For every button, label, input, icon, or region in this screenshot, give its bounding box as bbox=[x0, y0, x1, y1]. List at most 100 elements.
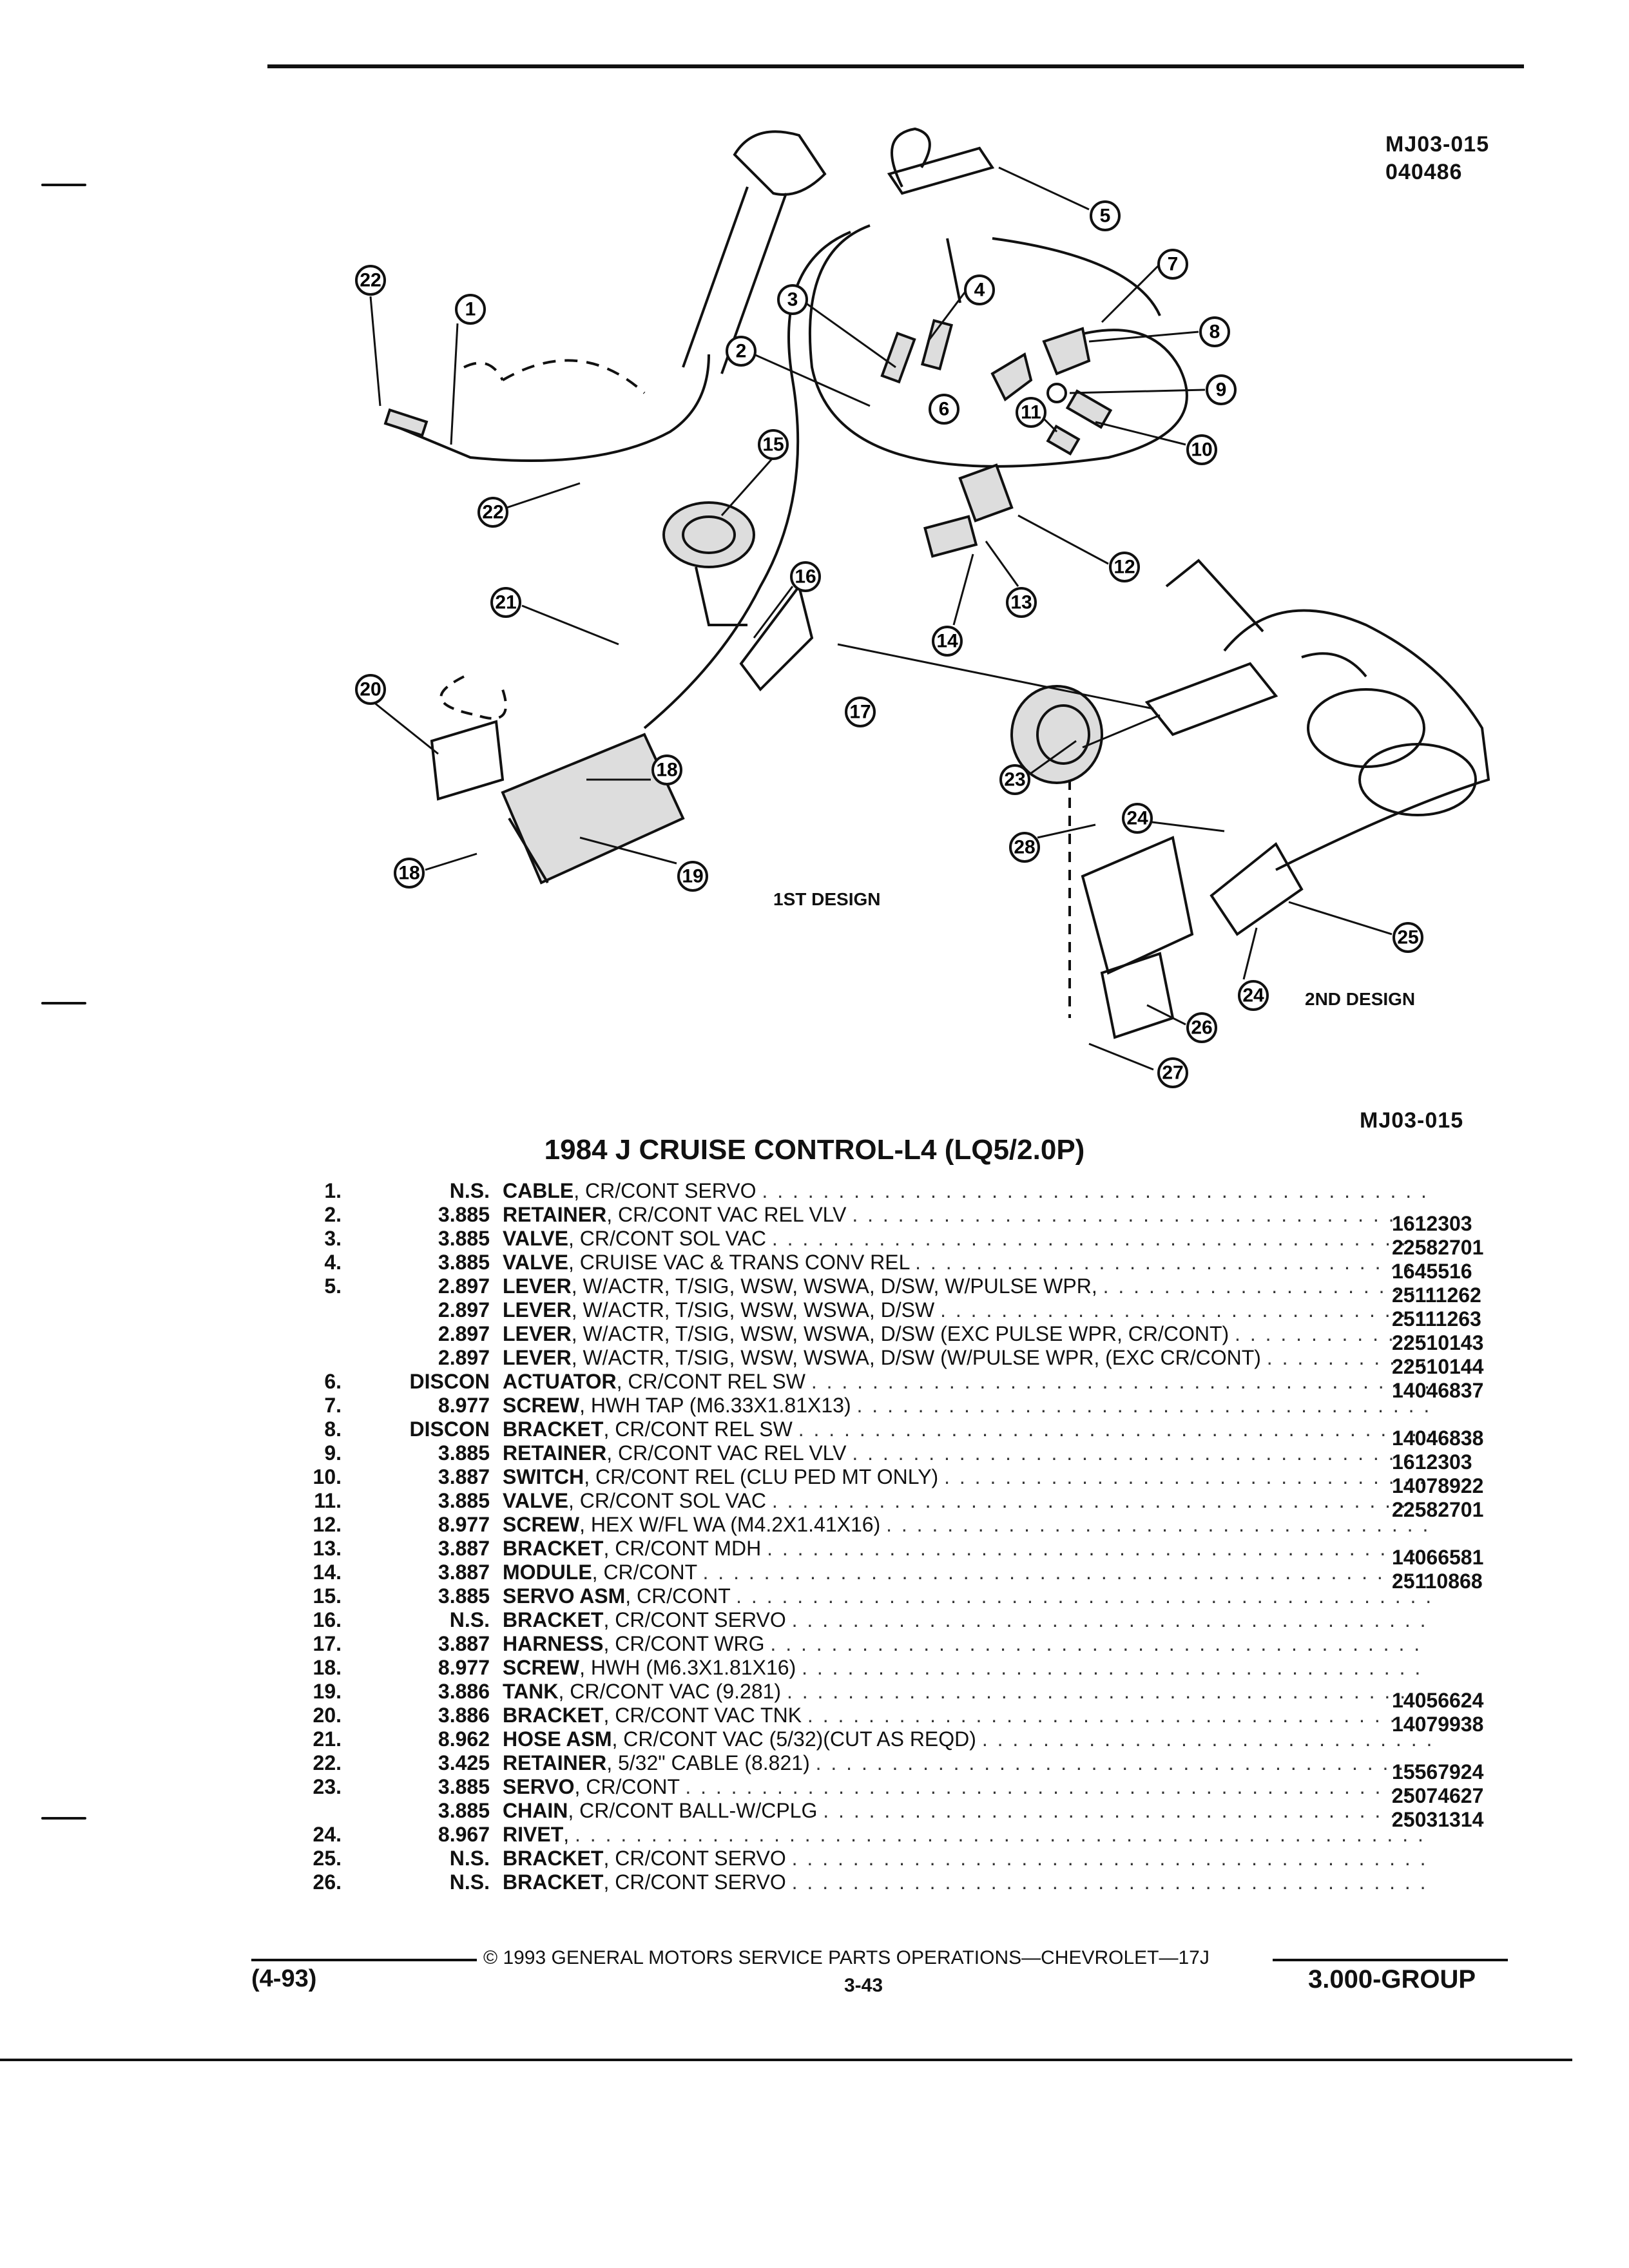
svg-text:27: 27 bbox=[1162, 1062, 1183, 1084]
item-number: 11. bbox=[314, 1489, 342, 1512]
group-number: 3.885 bbox=[438, 1227, 490, 1250]
part-number: 1612303 bbox=[1392, 1450, 1472, 1474]
part-number: 14079938 bbox=[1392, 1713, 1484, 1736]
part-name: BRACKET bbox=[503, 1418, 604, 1441]
callout-17: 17 bbox=[845, 697, 876, 727]
callout-18-lower: 18 bbox=[394, 858, 425, 889]
revision-code: (4-93) bbox=[251, 1965, 317, 1992]
copyright-line: © 1993 GENERAL MOTORS SERVICE PARTS OPER… bbox=[483, 1947, 1210, 1968]
callout-10: 10 bbox=[1186, 434, 1217, 465]
part-description: LEVER, W/ACTR, T/SIG, WSW, WSWA, D/SW, W… bbox=[503, 1274, 1431, 1298]
part-name: CABLE bbox=[503, 1179, 574, 1202]
valve-switch-illustration bbox=[880, 319, 1113, 456]
parts-row: 25.N.S.BRACKET, CR/CONT SERVO . . . . . … bbox=[296, 1847, 1508, 1870]
part-name: VALVE bbox=[503, 1251, 568, 1274]
svg-text:15: 15 bbox=[762, 434, 784, 456]
item-number: 8. bbox=[324, 1418, 342, 1441]
part-detail: , CR/CONT VAC TNK bbox=[603, 1704, 802, 1727]
callout-23: 23 bbox=[999, 764, 1030, 795]
svg-text:11: 11 bbox=[1021, 402, 1041, 423]
part-detail: , CR/CONT SERVO bbox=[603, 1847, 786, 1870]
svg-text:18: 18 bbox=[656, 760, 677, 781]
part-description: RETAINER, CR/CONT VAC REL VLV . . . . . … bbox=[503, 1441, 1431, 1465]
part-number: 25074627 bbox=[1392, 1784, 1484, 1807]
part-number: 14046838 bbox=[1392, 1427, 1484, 1450]
callout-16: 16 bbox=[790, 561, 821, 592]
leader-dots: . . . . . . . . . . . . . . . . . . . . … bbox=[575, 1823, 1431, 1846]
part-detail: , CR/CONT SOL VAC bbox=[568, 1489, 766, 1512]
item-number: 2. bbox=[324, 1203, 342, 1226]
margin-mark-bottom bbox=[41, 1817, 86, 1820]
part-name: SCREW bbox=[503, 1656, 580, 1679]
callout-9: 9 bbox=[1206, 374, 1237, 405]
callout-22-lower: 22 bbox=[477, 497, 508, 528]
part-number: 25111262 bbox=[1392, 1283, 1481, 1307]
servo-assembly-illustration bbox=[662, 501, 814, 692]
callout-22-upper: 22 bbox=[355, 265, 386, 296]
part-name: TANK bbox=[503, 1680, 559, 1703]
part-number: 25111263 bbox=[1392, 1307, 1481, 1331]
part-detail: , HWH (M6.3X1.81X16) bbox=[579, 1656, 796, 1679]
svg-text:4: 4 bbox=[974, 280, 985, 301]
margin-mark-middle bbox=[41, 1002, 86, 1004]
leader-dots: . . . . . . . . . . . . . . . . . . . . … bbox=[762, 1179, 1431, 1202]
part-detail: , bbox=[563, 1823, 570, 1846]
leader-dots: . . . . . . . . . . . . . . . . . . . . … bbox=[791, 1870, 1431, 1894]
svg-text:19: 19 bbox=[682, 866, 703, 887]
callout-14: 14 bbox=[932, 626, 963, 657]
part-name: BRACKET bbox=[503, 1847, 604, 1870]
group-number: 2.897 bbox=[438, 1346, 490, 1369]
callout-4: 4 bbox=[964, 274, 995, 305]
part-number: 25031314 bbox=[1392, 1808, 1484, 1831]
part-name: BRACKET bbox=[503, 1704, 604, 1727]
item-number: 5. bbox=[324, 1274, 342, 1298]
item-number: 6. bbox=[324, 1370, 342, 1393]
callout-24-upper: 24 bbox=[1122, 803, 1153, 834]
svg-text:14: 14 bbox=[936, 631, 958, 652]
item-number: 7. bbox=[324, 1394, 342, 1417]
item-number: 17. bbox=[313, 1632, 342, 1655]
page-footer: (4-93) © 1993 GENERAL MOTORS SERVICE PAR… bbox=[251, 1939, 1508, 1996]
part-name: RIVET bbox=[503, 1823, 564, 1846]
callout-2: 2 bbox=[726, 336, 757, 367]
item-number: 20. bbox=[313, 1704, 342, 1727]
callout-12: 12 bbox=[1109, 552, 1140, 582]
part-description: TANK, CR/CONT VAC (9.281) . . . . . . . … bbox=[503, 1680, 1431, 1704]
item-number: 23. bbox=[313, 1775, 342, 1798]
item-number: 22. bbox=[313, 1751, 342, 1774]
part-name: SCREW bbox=[503, 1394, 580, 1417]
item-number: 12. bbox=[313, 1513, 342, 1536]
group-number: 3.885 bbox=[438, 1489, 490, 1512]
part-name: SCREW bbox=[503, 1513, 580, 1536]
part-description: LEVER, W/ACTR, T/SIG, WSW, WSWA, D/SW (E… bbox=[503, 1322, 1431, 1346]
group-number: 3.885 bbox=[438, 1775, 490, 1798]
part-name: BRACKET bbox=[503, 1537, 604, 1560]
svg-text:21: 21 bbox=[495, 592, 516, 613]
footer-rule-right bbox=[1273, 1959, 1508, 1961]
svg-text:24: 24 bbox=[1126, 808, 1148, 829]
svg-text:16: 16 bbox=[795, 566, 816, 588]
callout-6: 6 bbox=[929, 394, 959, 425]
group-number: 3.886 bbox=[438, 1680, 490, 1703]
svg-text:28: 28 bbox=[1014, 837, 1035, 858]
svg-text:12: 12 bbox=[1113, 557, 1135, 578]
parts-row: 16.N.S.BRACKET, CR/CONT SERVO . . . . . … bbox=[296, 1608, 1508, 1632]
leader-dots: . . . . . . . . . . . . . . . . . . . . … bbox=[823, 1799, 1431, 1822]
part-number: 22582701 bbox=[1392, 1236, 1484, 1259]
part-detail: , CR/CONT REL SW bbox=[616, 1370, 805, 1393]
part-description: ACTUATOR, CR/CONT REL SW . . . . . . . .… bbox=[503, 1370, 1431, 1394]
part-description: RETAINER, CR/CONT VAC REL VLV . . . . . … bbox=[503, 1203, 1431, 1227]
part-detail: , CR/CONT WRG bbox=[603, 1632, 765, 1655]
part-description: BRACKET, CR/CONT REL SW . . . . . . . . … bbox=[503, 1418, 1431, 1441]
page-title: 1984 J CRUISE CONTROL-L4 (LQ5/2.0P) bbox=[544, 1134, 1085, 1166]
svg-text:10: 10 bbox=[1191, 439, 1212, 461]
leader-dots: . . . . . . . . . . . . . . . . . . . . … bbox=[815, 1751, 1431, 1774]
leader-dots: . . . . . . . . . . . . . . . . . . . . … bbox=[856, 1394, 1431, 1417]
callout-19: 19 bbox=[677, 861, 708, 892]
part-detail: , CR/CONT VAC REL VLV bbox=[606, 1441, 847, 1465]
